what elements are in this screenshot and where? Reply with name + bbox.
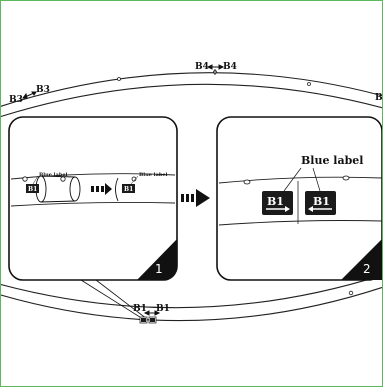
frame-outer-bottom bbox=[1, 274, 382, 309]
label-leader-line bbox=[312, 167, 321, 192]
label-leader-line bbox=[283, 167, 302, 192]
frame-mark bbox=[348, 290, 354, 296]
panel-1-hole bbox=[60, 176, 66, 182]
oval-frame bbox=[1, 72, 382, 322]
panel-1-tag-right bbox=[122, 184, 135, 193]
panel-2-tube-top bbox=[218, 176, 382, 184]
panel-1-tube-bottom bbox=[10, 201, 176, 207]
double-arrow-icon bbox=[22, 91, 37, 99]
arrow-left-icon bbox=[308, 206, 313, 212]
label-leader-line bbox=[130, 175, 139, 185]
panel-2-step-number: 2 bbox=[363, 262, 371, 276]
panel-2-step-corner bbox=[341, 239, 382, 280]
double-arrow-icon bbox=[143, 310, 161, 316]
panel-1-hole bbox=[22, 176, 28, 182]
label-b4-left: B4 bbox=[195, 62, 209, 72]
label-b4-right: B4 bbox=[223, 62, 237, 72]
label-b-right-edge: B bbox=[375, 93, 382, 103]
panel-2-hole bbox=[342, 175, 350, 181]
panel-2-hole bbox=[243, 179, 251, 185]
transition-arrow-icon bbox=[181, 189, 210, 207]
callout-line bbox=[80, 279, 144, 320]
panel-2-tag-left-text: B1 bbox=[267, 195, 284, 208]
panel-1-tube-top bbox=[10, 173, 176, 180]
label-b3-inner: B3 bbox=[36, 85, 50, 95]
label-b1-left: B1 bbox=[133, 304, 147, 314]
panel-1-hole bbox=[131, 176, 137, 182]
callout-line bbox=[95, 279, 148, 320]
frame-marks bbox=[117, 70, 354, 296]
panel-1-border bbox=[8, 116, 178, 281]
double-arrow-icon bbox=[206, 64, 225, 70]
dashed-arrow-icon bbox=[91, 183, 112, 195]
label-b1-right: B1 bbox=[156, 304, 170, 314]
frame-mark bbox=[307, 82, 311, 86]
panel-1-tag-right-text: B1 bbox=[124, 186, 133, 193]
panel-1-tag-left-text: B1 bbox=[28, 186, 37, 193]
panel-2-tube-bottom bbox=[218, 220, 382, 226]
panel-2-tag-right: B1 bbox=[305, 191, 336, 215]
panel-1-label-right: Blue label bbox=[139, 172, 167, 178]
arrow-right-icon bbox=[285, 206, 290, 212]
label-leader-line bbox=[32, 175, 39, 185]
panel-1: B1 Blue label B1 Blue label 1 bbox=[8, 116, 178, 281]
panel-1-label-left: Blue label bbox=[39, 172, 67, 178]
panel-1-step-corner bbox=[137, 239, 177, 280]
frame-inner-bottom bbox=[1, 286, 382, 322]
panel-1-step-number: 1 bbox=[155, 262, 163, 276]
panel-2-tag-left: B1 bbox=[262, 191, 293, 215]
frame-inner-top bbox=[1, 83, 382, 118]
panel-1-tag-left bbox=[26, 184, 39, 193]
panel-2-label: Blue label bbox=[301, 154, 363, 167]
panel-2: Blue label B1 B1 2 bbox=[216, 116, 382, 281]
tube-end bbox=[115, 177, 119, 202]
panel-2-border bbox=[216, 116, 382, 281]
label-b3-outer: B3 bbox=[9, 95, 23, 105]
frame-outer-top bbox=[1, 72, 382, 107]
bottom-joint-tags bbox=[139, 316, 157, 324]
frame-mark bbox=[117, 77, 121, 81]
panel-2-tag-right-text: B1 bbox=[313, 195, 330, 208]
